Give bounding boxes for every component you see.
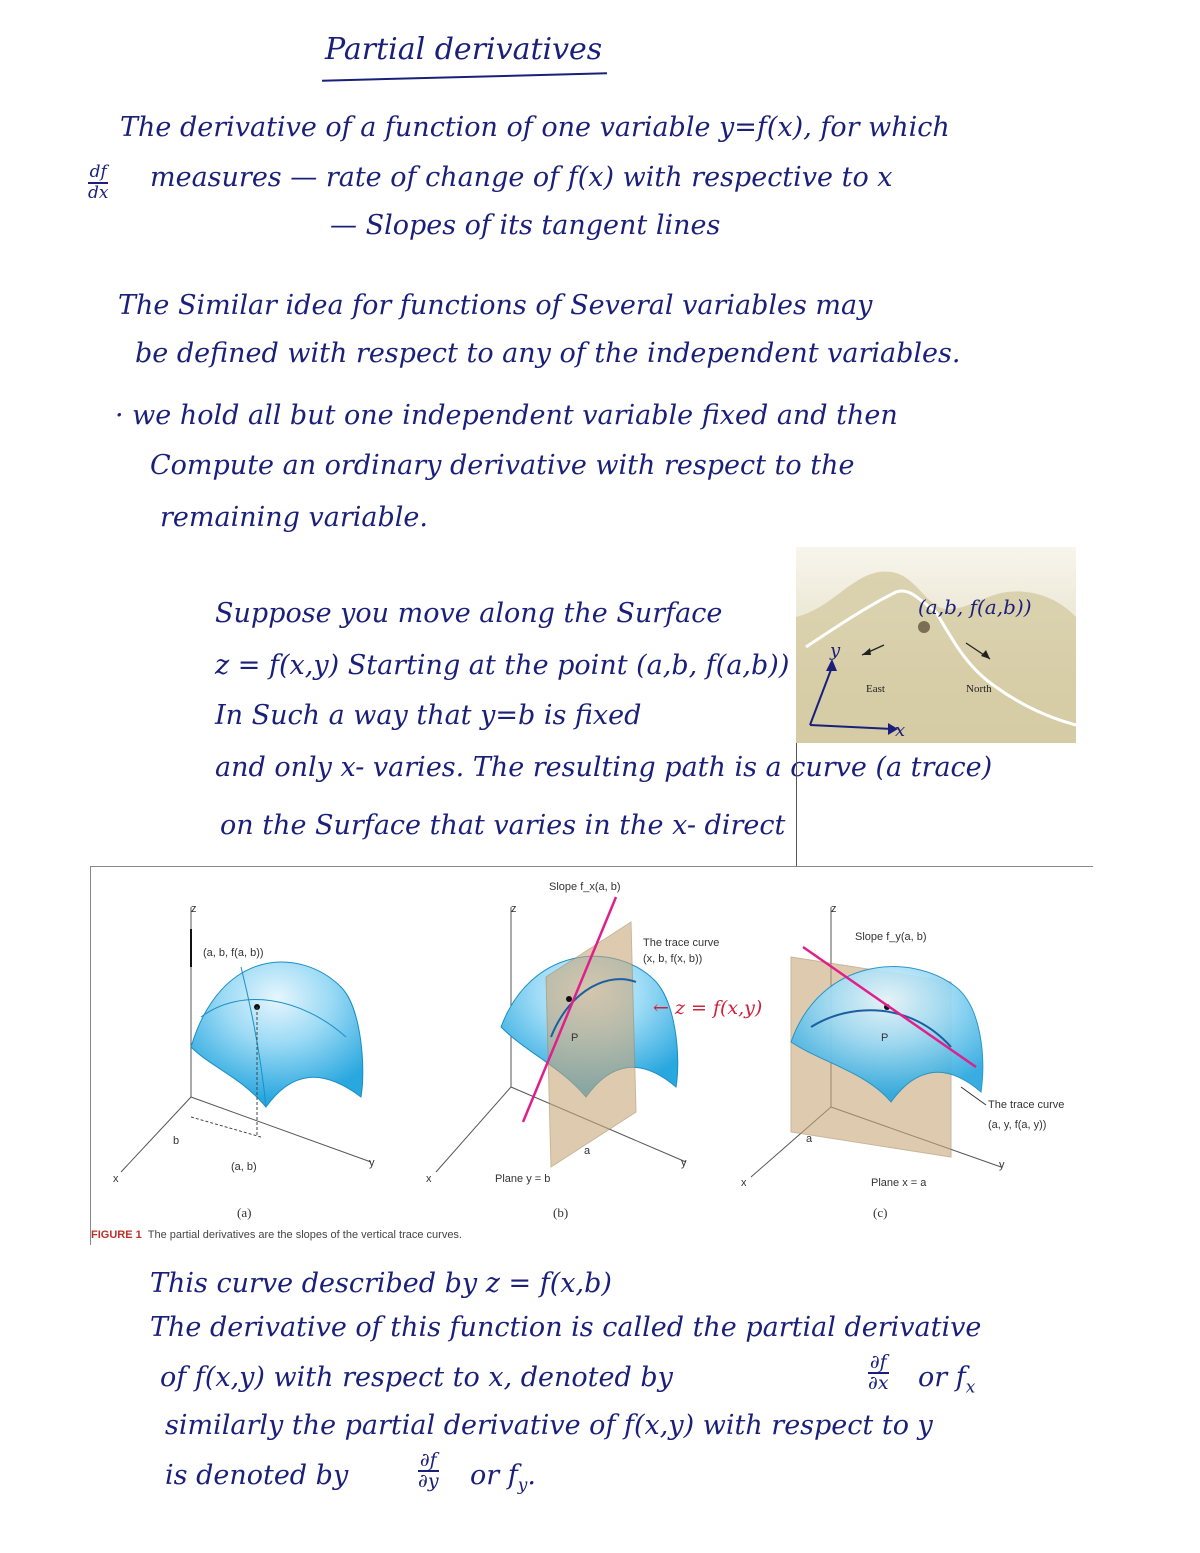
photo-point-label: (a,b, f(a,b)) <box>918 595 1032 619</box>
photo-axis-y: y <box>830 640 841 661</box>
similar-line-5: remaining variable. <box>160 502 428 533</box>
subscript-y: y <box>517 1475 528 1496</box>
panel-c <box>750 907 1002 1178</box>
panel-b-p-label: P <box>571 1032 579 1044</box>
similar-line-3: · we hold all but one independent variab… <box>115 400 898 431</box>
panel-b <box>435 896 687 1173</box>
figure-graphics <box>120 896 1002 1178</box>
panel-a <box>120 907 372 1173</box>
panel-c-y-label: y <box>999 1159 1005 1171</box>
intro-line-3: — Slopes of its tangent lines <box>330 210 721 241</box>
fraction-x-denominator: ∂x <box>868 1371 889 1394</box>
panel-a-caption: (a) <box>237 1205 252 1220</box>
panel-a-z-label: z <box>191 903 197 915</box>
panel-c-caption: (c) <box>873 1205 888 1220</box>
panel-c-trace-label: The trace curve <box>988 1099 1065 1111</box>
closing-fraction-y: ∂f ∂y <box>418 1449 439 1492</box>
intro-line-1: The derivative of a function of one vari… <box>120 112 950 143</box>
similar-line-2: be defined with respect to any of the in… <box>135 338 961 369</box>
panel-c-p-label: P <box>881 1032 889 1044</box>
mountain-illustration <box>796 571 1076 743</box>
mountain-photo <box>796 547 1076 743</box>
panel-a-y-label: y <box>369 1157 375 1169</box>
photo-east-label: East <box>866 683 885 695</box>
fraction-numerator: df <box>89 162 107 182</box>
fraction-denominator: dx <box>88 182 109 203</box>
textbook-figure: z (a, b, f(a, b)) b (a, b) x y (a) z Slo… <box>90 866 1093 1245</box>
intro-line-2: measures — rate of change of f(x) with r… <box>150 162 893 193</box>
suppose-line-5: on the Surface that varies in the x- dir… <box>220 810 786 841</box>
panel-b-annotation: ← z = f(x,y) <box>653 997 763 1019</box>
panel-b-z-label: z <box>511 903 517 915</box>
similar-line-1: The Similar idea for functions of Severa… <box>118 290 873 321</box>
figure-caption: FIGURE 1 The partial derivatives are the … <box>91 1229 462 1241</box>
intro-fraction: df dx <box>88 162 109 203</box>
panel-b-y-label: y <box>681 1157 687 1169</box>
figure-caption-head: FIGURE 1 <box>91 1229 142 1241</box>
subscript-x: x <box>965 1377 976 1398</box>
panel-c-x-label: x <box>741 1177 747 1189</box>
panel-b-slope-label: Slope f_x(a, b) <box>549 881 621 893</box>
panel-c-slope-label: Slope f_y(a, b) <box>855 931 927 943</box>
panel-a-point-label: (a, b, f(a, b)) <box>203 947 264 959</box>
panel-b-trace2-label: (x, b, f(x, b)) <box>643 953 703 965</box>
panel-c-z-label: z <box>831 903 837 915</box>
closing-line-3: of f(x,y) with respect to x, denoted by <box>160 1362 673 1393</box>
panel-c-plane-label: Plane x = a <box>871 1177 927 1189</box>
closing-fraction-x: ∂f ∂x <box>868 1351 889 1394</box>
panel-a-x-label: x <box>113 1173 119 1185</box>
title-underline <box>322 72 607 82</box>
similar-line-4: Compute an ordinary derivative with resp… <box>150 450 855 481</box>
panel-b-plane-label: Plane y = b <box>495 1173 551 1185</box>
page-title: Partial derivatives <box>325 32 603 67</box>
photo-axis-x: x <box>895 720 906 741</box>
closing-line-5b: or fy. <box>470 1460 536 1495</box>
closing-line-1: This curve described by z = f(x,b) <box>150 1268 612 1299</box>
panel-c-a-label: a <box>806 1133 813 1145</box>
closing-line-3b: or fx <box>918 1362 975 1397</box>
closing-or-fx: or f <box>918 1362 966 1393</box>
photo-north-label: North <box>966 683 992 695</box>
closing-line-2: The derivative of this function is calle… <box>150 1312 982 1343</box>
closing-line-5: is denoted by <box>165 1460 349 1491</box>
suppose-line-4: and only x- varies. The resulting path i… <box>215 752 993 783</box>
closing-line-4: similarly the partial derivative of f(x,… <box>165 1410 933 1441</box>
panel-a-b-label: b <box>173 1135 180 1147</box>
suppose-line-1: Suppose you move along the Surface <box>215 598 723 629</box>
panel-a-base-label: (a, b) <box>231 1161 257 1173</box>
fraction-x-numerator: ∂f <box>869 1351 887 1373</box>
closing-or-fy: or f <box>470 1460 518 1491</box>
panel-b-trace-label: The trace curve <box>643 937 720 949</box>
figure-caption-text: The partial derivatives are the slopes o… <box>147 1229 462 1241</box>
closing-period: . <box>527 1460 536 1491</box>
fraction-y-denominator: ∂y <box>418 1469 439 1492</box>
panel-b-caption: (b) <box>553 1205 569 1220</box>
suppose-line-2: z = f(x,y) Starting at the point (a,b, f… <box>215 650 790 681</box>
suppose-line-3: In Such a way that y=b is fixed <box>215 700 642 731</box>
panel-b-x-label: x <box>426 1173 432 1185</box>
panel-b-a-label: a <box>584 1145 591 1157</box>
panel-c-trace2-label: (a, y, f(a, y)) <box>988 1119 1047 1131</box>
fraction-y-numerator: ∂f <box>419 1449 437 1471</box>
